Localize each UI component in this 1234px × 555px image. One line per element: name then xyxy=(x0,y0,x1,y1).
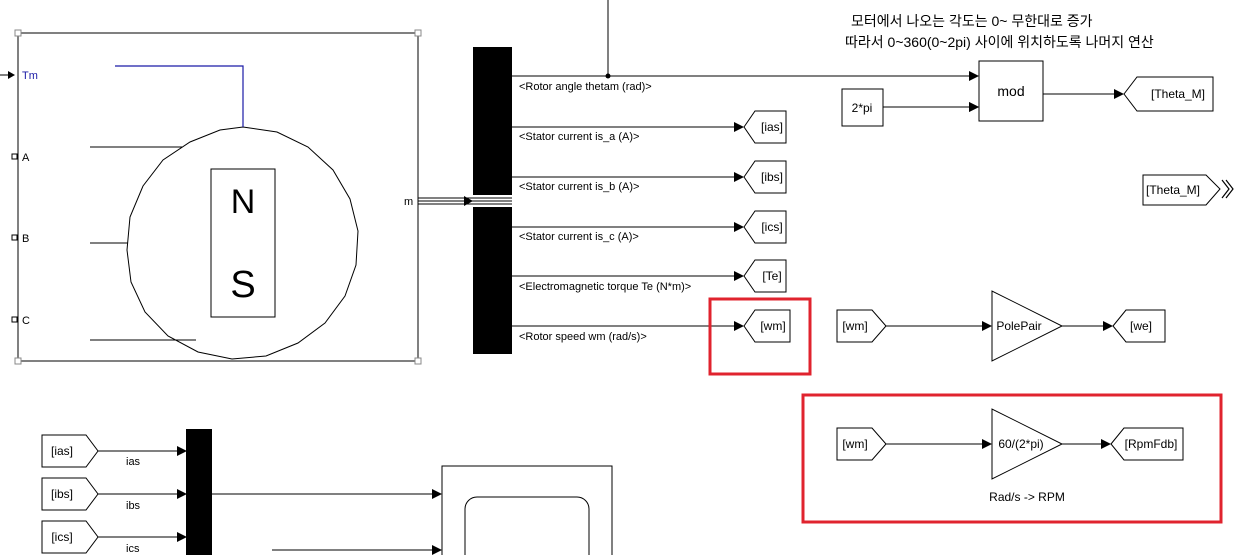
resize-handle[interactable] xyxy=(14,29,22,37)
signal-label-is-a: <Stator current is_a (A)> xyxy=(519,131,639,143)
from-block-ics[interactable]: [ics] xyxy=(41,520,99,554)
port-c-label: C xyxy=(22,315,30,327)
south-pole-label: S xyxy=(230,264,255,306)
resize-handle[interactable] xyxy=(414,29,422,37)
port-b-connector[interactable] xyxy=(11,234,18,241)
highlight-box-rpm xyxy=(801,393,1223,524)
goto-block-rpmfdb[interactable]: [RpmFdb] xyxy=(1110,427,1184,461)
gain-value: 60/(2*pi) xyxy=(998,437,1043,451)
highlight-box-wm xyxy=(708,297,812,376)
from-block-ias[interactable]: [ias] xyxy=(41,434,99,468)
port-b-label: B xyxy=(22,233,29,245)
constant-2pi-block[interactable]: 2*pi xyxy=(841,88,884,127)
from-block-ibs[interactable]: [ibs] xyxy=(41,477,99,511)
from-tag-label: [ics] xyxy=(51,530,72,544)
goto-block-theta-m[interactable]: [Theta_M] xyxy=(1123,76,1214,112)
port-tm-label: Tm xyxy=(22,70,38,82)
port-m-label: m xyxy=(404,196,413,208)
from-block-theta-m[interactable]: [Theta_M] xyxy=(1142,174,1234,206)
goto-tag-label: [we] xyxy=(1130,319,1152,333)
signal-label-te: <Electromagnetic torque Te (N*m)> xyxy=(519,281,691,293)
gain-value: PolePair xyxy=(996,319,1041,333)
goto-block-ics[interactable]: [ics] xyxy=(743,210,787,244)
rpm-caption: Rad/s -> RPM xyxy=(989,490,1065,504)
signal-label-rotor-angle: <Rotor angle thetam (rad)> xyxy=(519,81,652,93)
north-pole-label: N xyxy=(231,183,256,221)
goto-tag-label: [RpmFdb] xyxy=(1125,437,1178,451)
note-line-1: 모터에서 나오는 각도는 0~ 무한대로 증가 xyxy=(851,13,1093,29)
goto-block-wm[interactable]: [wm] xyxy=(743,309,791,343)
rotor-magnet-icon xyxy=(210,168,276,318)
mux-signal-ias: ias xyxy=(126,456,141,468)
from-block-wm-polepair[interactable]: [wm] xyxy=(836,309,887,343)
signal-label-is-c: <Stator current is_c (A)> xyxy=(519,231,639,243)
measurement-bus-wire[interactable] xyxy=(418,196,473,206)
port-a-label: A xyxy=(22,152,30,164)
port-a-connector[interactable] xyxy=(11,153,18,160)
note-line-2: 따라서 0~360(0~2pi) 사이에 위치하도록 나머지 연산 xyxy=(845,34,1154,50)
signal-label-wm: <Rotor speed wm (rad/s)> xyxy=(519,331,647,343)
goto-block-we[interactable]: [we] xyxy=(1112,309,1166,343)
mux-signal-ibs: ibs xyxy=(126,500,141,512)
scope-block[interactable] xyxy=(441,465,613,555)
mod-block[interactable]: mod xyxy=(978,60,1044,122)
goto-block-te[interactable]: [Te] xyxy=(743,259,787,293)
pmsm-motor-block[interactable]: N S Tm A B C m xyxy=(0,29,422,365)
port-c-connector[interactable] xyxy=(11,316,18,323)
from-block-wm-rpm[interactable]: [wm] xyxy=(836,427,887,461)
gain-block-polepair[interactable]: PolePair xyxy=(991,290,1064,362)
goto-block-ibs[interactable]: [ibs] xyxy=(743,160,787,194)
mod-block-label: mod xyxy=(997,83,1024,99)
from-tag-label: [Theta_M] xyxy=(1146,183,1200,197)
goto-tag-label: [wm] xyxy=(760,319,785,333)
from-tag-label: [wm] xyxy=(842,319,867,333)
mux-signal-ics: ics xyxy=(126,543,140,555)
from-tag-label: [ibs] xyxy=(51,487,73,501)
goto-tag-label: [ics] xyxy=(761,220,782,234)
goto-block-ias[interactable]: [ias] xyxy=(743,110,787,144)
scope-screen-icon xyxy=(464,496,590,555)
signal-label-is-b: <Stator current is_b (A)> xyxy=(519,181,639,193)
goto-tag-label: [ias] xyxy=(761,120,783,134)
gain-block-rpm[interactable]: 60/(2*pi) xyxy=(991,408,1064,480)
goto-tag-label: [ibs] xyxy=(761,170,783,184)
from-tag-label: [ias] xyxy=(51,444,73,458)
mux-block[interactable] xyxy=(186,429,212,555)
resize-handle[interactable] xyxy=(414,357,422,365)
goto-tag-label: [Te] xyxy=(762,269,781,283)
resize-handle[interactable] xyxy=(14,357,22,365)
motor-lead-line xyxy=(115,65,244,127)
constant-value: 2*pi xyxy=(852,101,873,115)
from-tag-label: [wm] xyxy=(842,437,867,451)
goto-tag-label: [Theta_M] xyxy=(1151,87,1205,101)
